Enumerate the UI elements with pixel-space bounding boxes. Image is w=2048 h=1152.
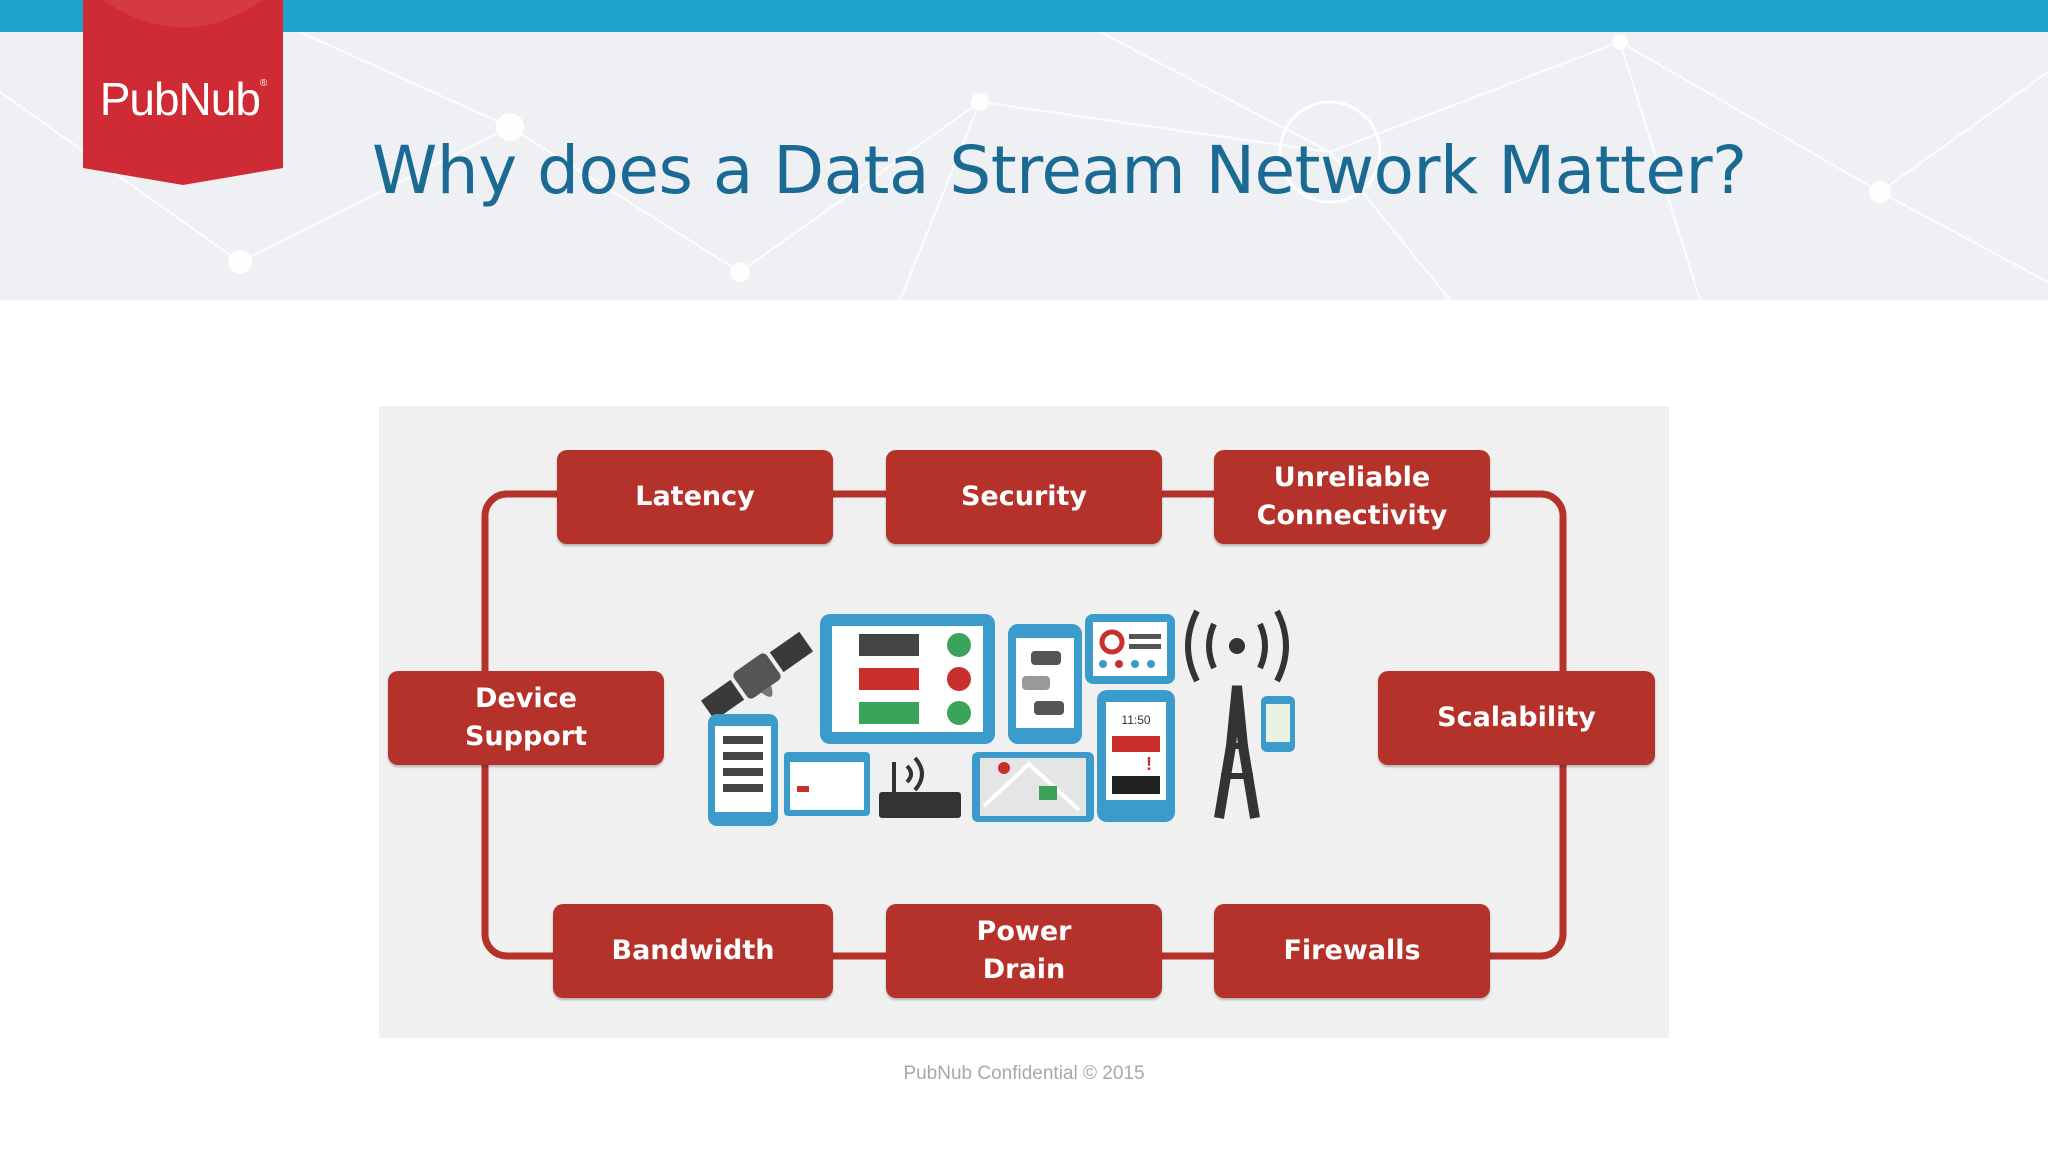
top-accent-bar (0, 0, 2048, 32)
box-firewalls: Firewalls (1214, 904, 1490, 998)
slide-title: Why does a Data Stream Network Matter? (372, 132, 1747, 209)
radio-tower-icon (1185, 609, 1289, 819)
tablet-dashboard-icon (820, 614, 995, 744)
wifi-router-icon (879, 756, 961, 818)
box-power-drain: Power Drain (886, 904, 1162, 998)
challenges-diagram: 11:50 ! Latency Security Unreliable Conn… (379, 406, 1669, 1038)
satellite-icon (700, 631, 814, 721)
network-pattern-background (0, 32, 2048, 300)
box-scalability: Scalability (1378, 671, 1655, 765)
pubnub-logo-badge (83, 0, 283, 185)
box-security: Security (886, 450, 1162, 544)
header-banner (0, 32, 2048, 300)
browser-window-icon (784, 752, 870, 816)
phone-map-icon (1261, 696, 1295, 752)
monitor-chart-icon (1085, 614, 1175, 684)
devices-illustration: 11:50 ! (700, 609, 1295, 826)
box-latency: Latency (557, 450, 833, 544)
alert-mark: ! (1146, 754, 1152, 774)
box-unreliable-connectivity: Unreliable Connectivity (1214, 450, 1490, 544)
pubnub-logo-text: PubNub® (99, 73, 268, 125)
map-icon (972, 752, 1094, 822)
clock-readout: 11:50 (1121, 713, 1150, 727)
phone-clock-icon: 11:50 ! (1097, 690, 1175, 822)
box-device-support: Device Support (388, 671, 664, 765)
box-bandwidth: Bandwidth (553, 904, 833, 998)
phone-list-icon (708, 714, 778, 826)
footer-confidential: PubNub Confidential © 2015 (903, 1063, 1145, 1084)
phone-chat-icon (1008, 624, 1082, 744)
